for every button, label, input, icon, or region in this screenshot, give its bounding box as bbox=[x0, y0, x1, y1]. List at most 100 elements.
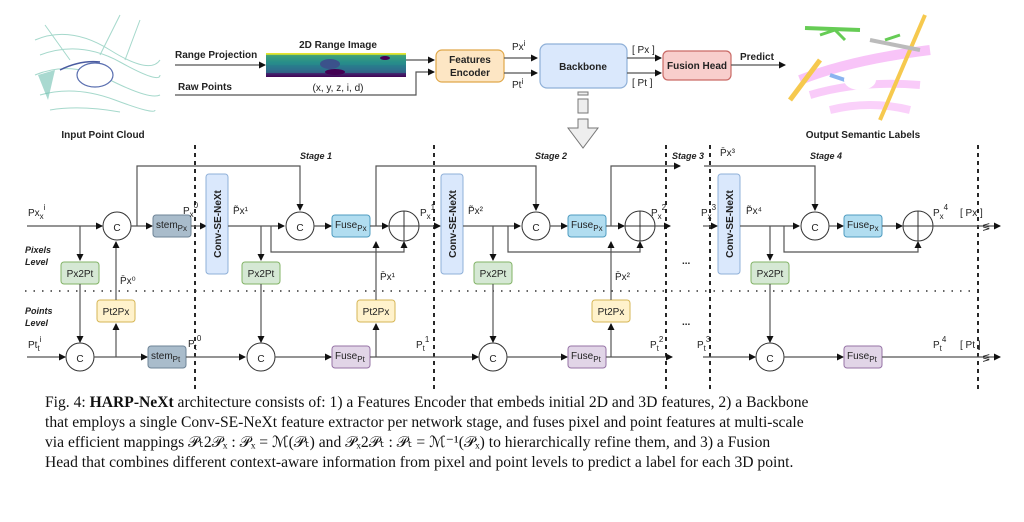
caption-line-4: Head that combines different context-awa… bbox=[45, 454, 794, 471]
px1-tilde-label: P̃x¹ bbox=[233, 204, 249, 217]
backbone-box bbox=[539, 43, 628, 89]
predict-label: Predict bbox=[740, 52, 775, 63]
points-level-label-2: Level bbox=[25, 318, 49, 328]
caption-text-1: architecture consists of: 1) a Features … bbox=[173, 394, 809, 411]
px3-bar-label: P̄x³ bbox=[720, 146, 736, 159]
caption-line-1: Fig. 4: HARP-NeXt architecture consists … bbox=[45, 393, 980, 413]
conv-se-next-4-label: Conv-SE-NeXt bbox=[725, 189, 736, 257]
stage2-skip-arrow bbox=[375, 165, 540, 226]
residual-4-arrow bbox=[783, 226, 922, 253]
pt2px-box-0-label: Pt2Px bbox=[103, 307, 130, 318]
conv-se-next-2 bbox=[440, 173, 464, 275]
caption-fig-number: Fig. 4: bbox=[45, 394, 86, 411]
features-encoder-box bbox=[435, 49, 505, 83]
caption-line-3: via efficient mappings 𝒫ₜ2𝒫ₓ : 𝒫ₓ = ℳ(𝒫ₜ… bbox=[45, 434, 771, 451]
stage-label-3: Stage 3 bbox=[672, 151, 704, 161]
fuse-pt-box-4-label: FusePt bbox=[847, 351, 878, 364]
stage3-skip-arrow bbox=[610, 162, 681, 226]
pt-input-label: Ptti bbox=[28, 335, 42, 353]
features-encoder-label-1: Features bbox=[449, 55, 491, 66]
fuse-pt-box-2-label: FusePt bbox=[571, 351, 602, 364]
caption-line-2: that employs a single Conv-SE-NeXt featu… bbox=[45, 414, 804, 431]
pt2-label: Pt2 bbox=[650, 335, 664, 353]
px2-label: Px2 bbox=[651, 203, 667, 221]
concat-pt-2-label: C bbox=[489, 354, 496, 365]
range-image bbox=[266, 53, 406, 77]
pt1-label: Pt1 bbox=[416, 335, 430, 353]
px0-bar-label: P̄x⁰ bbox=[120, 274, 136, 287]
pixels-level-label-2: Level bbox=[25, 257, 49, 267]
input-point-cloud-image bbox=[34, 14, 161, 113]
output-semantic-labels-label: Output Semantic Labels bbox=[806, 130, 921, 141]
pt-i-label: Pti bbox=[512, 77, 523, 91]
px1-bar-label: P̄x¹ bbox=[380, 270, 396, 283]
pt4-label: Pt4 bbox=[933, 335, 947, 353]
points-level-label-1: Points bbox=[25, 306, 53, 316]
px1-label: Px1 bbox=[420, 203, 436, 221]
ellipsis-pixels: ... bbox=[682, 256, 691, 267]
px2-tilde-label: P̃x² bbox=[468, 204, 484, 217]
pixels-level-label-1: Pixels bbox=[25, 245, 51, 255]
stage-label-4: Stage 4 bbox=[810, 151, 842, 161]
px2pt-box-4-label: Px2Pt bbox=[757, 269, 784, 280]
ellipsis-points: ... bbox=[682, 317, 691, 328]
concat-pt-stem-label: C bbox=[76, 354, 83, 365]
features-encoder-label-2: Encoder bbox=[450, 68, 490, 79]
input-point-cloud-label: Input Point Cloud bbox=[61, 130, 144, 141]
concat-pt-1-label: C bbox=[257, 354, 264, 365]
px0-label: Px0 bbox=[183, 201, 199, 219]
px4-tilde-label: P̃x⁴ bbox=[746, 204, 762, 217]
px3-label: Px3 bbox=[701, 203, 717, 221]
break-mark-pt-icon: ≶ bbox=[982, 353, 990, 364]
pt3-label: Pt3 bbox=[697, 335, 711, 353]
stage4-skip-arrow bbox=[704, 165, 819, 211]
concat-px-4-label: C bbox=[811, 223, 818, 234]
pt0-label: Pt0 bbox=[188, 334, 202, 352]
raw-points-arrow bbox=[175, 68, 435, 96]
px2-bar-label: P̄x² bbox=[615, 270, 631, 283]
final-pt-label: [ Pt ] bbox=[960, 340, 981, 351]
px-output-label: [ Px ] bbox=[632, 45, 655, 56]
fuse-pt-box-1-label: FusePt bbox=[335, 351, 366, 364]
range-image-title: 2D Range Image bbox=[299, 40, 377, 51]
final-px-label: [ Px ] bbox=[960, 208, 983, 219]
output-point-cloud-image bbox=[788, 14, 931, 121]
stem-px-label: stemPx bbox=[156, 220, 187, 233]
stage1-skip-arrow bbox=[136, 165, 304, 226]
px-input-label: Pxxi bbox=[28, 203, 46, 221]
pt2px-box-1-label: Pt2Px bbox=[363, 307, 390, 318]
concat-px-stem-label: C bbox=[113, 223, 120, 234]
break-mark-px-icon: ≶ bbox=[982, 222, 990, 233]
fuse-px-box-4-label: FusePx bbox=[847, 220, 879, 233]
conv-se-next-1-label: Conv-SE-NeXt bbox=[213, 189, 224, 257]
pt-output-label: [ Pt ] bbox=[632, 78, 653, 89]
px2pt-box-0-label: Px2Pt bbox=[67, 269, 94, 280]
conv-se-next-2-label: Conv-SE-NeXt bbox=[448, 189, 459, 257]
architecture-diagram: Input Point Cloud Range Projection 2D Ra… bbox=[25, 14, 1001, 390]
range-projection-label: Range Projection bbox=[175, 50, 257, 61]
raw-points-label: Raw Points bbox=[178, 82, 232, 93]
stage-label-1: Stage 1 bbox=[300, 151, 332, 161]
figure-caption: Fig. 4: HARP-NeXt architecture consists … bbox=[45, 393, 980, 473]
conv-se-next-4 bbox=[717, 173, 741, 275]
conv-se-next-1 bbox=[205, 173, 229, 275]
expand-arrow-icon bbox=[567, 91, 599, 149]
px-i-label: Pxi bbox=[512, 39, 526, 53]
raw-points-format: (x, y, z, i, d) bbox=[313, 83, 364, 94]
caption-model-name: HARP-NeXt bbox=[89, 394, 174, 411]
backbone-label: Backbone bbox=[559, 62, 607, 73]
stage-label-2: Stage 2 bbox=[535, 151, 567, 161]
fusion-head-label: Fusion Head bbox=[667, 61, 727, 72]
concat-px-1-label: C bbox=[296, 223, 303, 234]
fuse-px-box-2-label: FusePx bbox=[571, 220, 603, 233]
residual-2-arrow bbox=[507, 226, 644, 253]
fuse-px-box-1-label: FusePx bbox=[335, 220, 367, 233]
pt2px-box-2-label: Pt2Px bbox=[598, 307, 625, 318]
px2pt-box-2-label: Px2Pt bbox=[480, 269, 507, 280]
concat-pt-4-label: C bbox=[766, 354, 773, 365]
concat-px-2-label: C bbox=[532, 223, 539, 234]
residual-1-arrow bbox=[270, 226, 408, 253]
px4-label: Px4 bbox=[933, 203, 949, 221]
px2pt-box-1-label: Px2Pt bbox=[248, 269, 275, 280]
